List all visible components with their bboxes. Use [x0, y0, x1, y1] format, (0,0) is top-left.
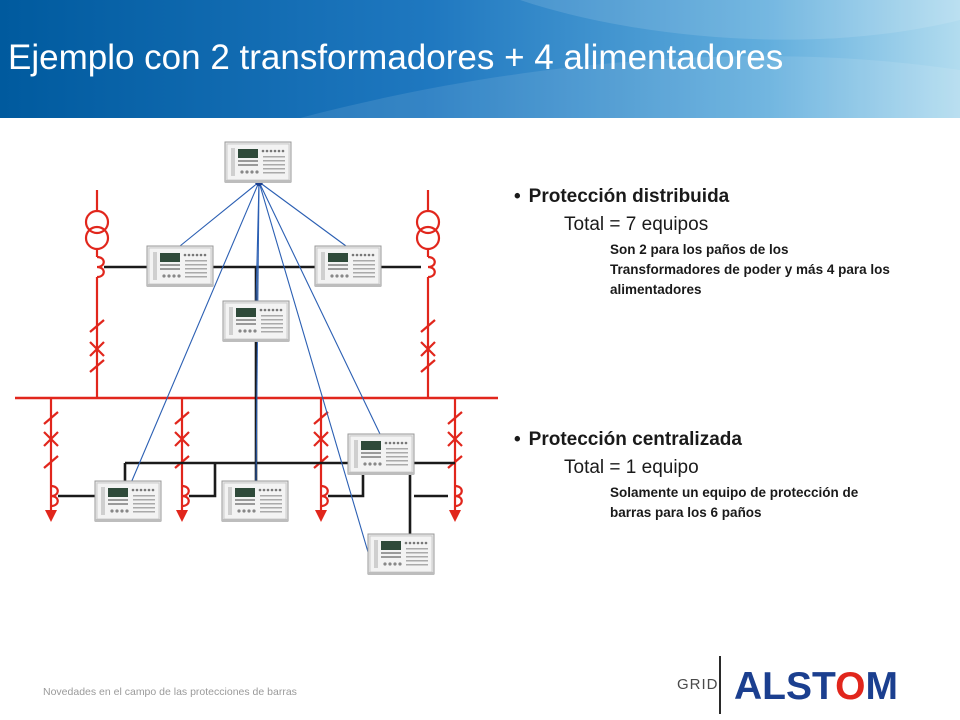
logo-part-o: O	[835, 665, 866, 708]
transformer-bay-left	[88, 249, 106, 398]
section-distributed-note: Son 2 para los paños de los Transformado…	[610, 242, 890, 297]
feeder-bay-2	[173, 398, 191, 522]
section-distributed-total: Total = 7 equipos	[564, 214, 709, 235]
relay-feeder-2	[221, 480, 289, 523]
banner-swoosh-graphic	[300, 0, 960, 118]
section-centralized-note: Solamente un equipo de protección de bar…	[610, 485, 859, 520]
section-distributed-heading: • Protección distribuida	[514, 186, 890, 208]
bullet-icon: •	[514, 429, 521, 450]
logo-part-a: ALST	[734, 665, 836, 708]
relay-feeder-3	[347, 433, 415, 476]
relay-central-busbar	[224, 141, 292, 184]
section-distributed: • Protección distribuida Total = 7 equipo…	[514, 186, 890, 300]
heading-text: Protección centralizada	[528, 429, 742, 450]
section-centralized-heading: • Protección centralizada	[514, 429, 890, 451]
alstom-logo: ALSTOM	[734, 665, 898, 709]
page-title: Ejemplo con 2 transformadores + 4 alimen…	[8, 38, 784, 77]
header-banner	[0, 0, 960, 118]
communication-links	[127, 181, 381, 553]
relay-coupling	[222, 300, 290, 343]
relay-transformer-left	[146, 245, 214, 288]
logo-part-b: M	[865, 665, 898, 708]
section-centralized-total: Total = 1 equipo	[564, 457, 699, 478]
logo-divider	[719, 656, 721, 714]
footer-text: Novedades en el campo de las proteccione…	[43, 686, 297, 698]
feeder-bay-3	[312, 398, 330, 522]
transformer-bay-right	[419, 249, 437, 398]
section-centralized: • Protección centralizada Total = 1 equip…	[514, 429, 890, 523]
bullet-icon: •	[514, 186, 521, 207]
relay-transformer-right	[314, 245, 382, 288]
transformer-left	[84, 190, 110, 251]
feeder-bay-1	[42, 398, 60, 522]
heading-text: Protección distribuida	[528, 186, 730, 207]
relay-feeder-1	[94, 480, 162, 523]
transformer-right	[415, 190, 441, 251]
relay-feeder-4	[367, 533, 435, 576]
grid-label: GRID	[677, 676, 719, 693]
feeder-bay-4	[446, 398, 464, 522]
